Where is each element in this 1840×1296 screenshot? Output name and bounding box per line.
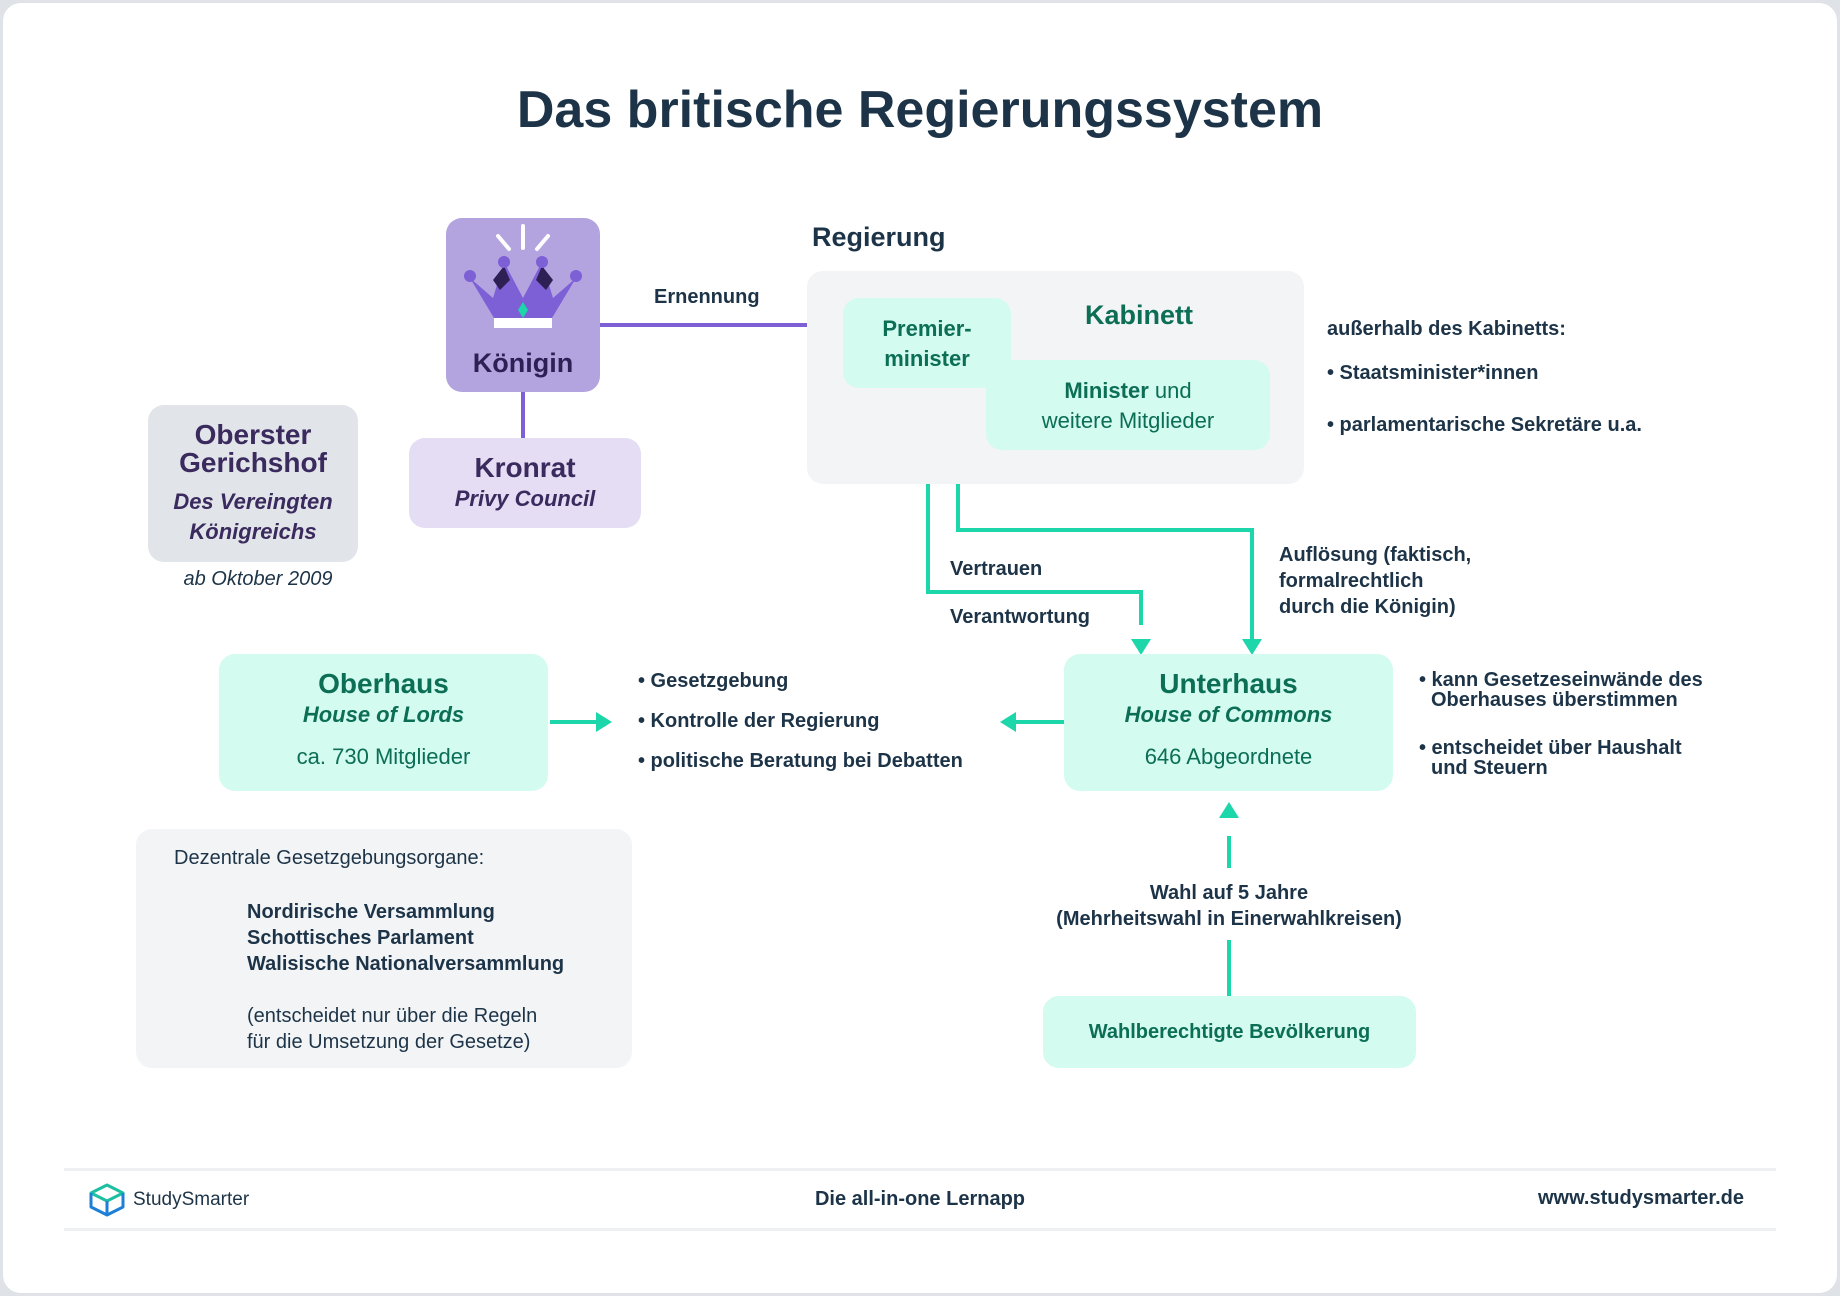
unterhaus-power-line: und Steuern [1431,757,1548,779]
decentral-note: (entscheidet nur über die Regeln [247,1005,538,1027]
footer-brand: StudySmarter [133,1189,250,1210]
decentral-box: Dezentrale Gesetzgebungsorgane: Nordiris… [136,829,632,1068]
court-note: ab Oktober 2009 [183,568,333,590]
kronrat-title: Kronrat [474,452,576,483]
queen-label: Königin [472,348,574,378]
unterhaus-box: Unterhaus House of Commons 646 Abgeordne… [1064,654,1393,791]
unterhaus-title: Unterhaus [1159,668,1298,699]
unterhaus-power: • entscheidet über Haushalt und Steuern [1419,738,1682,778]
unterhaus-power: • kann Gesetzeseinwände des Oberhauses ü… [1419,670,1703,710]
ministers-box: Minister und weitere Mitglieder [986,360,1270,450]
pm-line1: Premier- [882,316,972,341]
wahl-line: (Mehrheitswahl in Einerwahlkreisen) [1056,908,1402,930]
footer-url[interactable]: www.studysmarter.de [1538,1187,1744,1209]
function-item: • Gesetzgebung [638,670,789,692]
ministers-bold: Minister [1064,378,1149,403]
unterhaus-power-line: • kann Gesetzeseinwände des [1419,669,1703,691]
unterhaus-members: 646 Abgeordnete [1144,744,1313,769]
wahl-line: Wahl auf 5 Jahre [1149,882,1309,904]
oberhaus-title: Oberhaus [318,668,449,699]
wahl-label: Wahl auf 5 Jahre (Mehrheitswahl in Einer… [1029,880,1429,932]
pm-line2: minister [884,346,970,371]
oberhaus-members: ca. 730 Mitglieder [296,744,471,769]
vertrauen-arrow [926,406,1143,625]
ernennung-label: Ernennung [654,286,760,308]
pm-box: Premier- minister [843,298,1011,388]
page-title: Das britische Regierungssystem [516,81,1324,139]
unterhaus-power-line: • entscheidet über Haushalt [1419,737,1682,759]
outside-cabinet-item: • parlamentarische Sekretäre u.a. [1327,414,1642,436]
function-item: • politische Beratung bei Debatten [638,750,963,772]
government-heading: Regierung [812,222,946,252]
function-item: • Kontrolle der Regierung [638,710,880,732]
verantwortung-label: Verantwortung [950,606,1091,628]
decentral-note: für die Umsetzung der Gesetze) [247,1031,531,1053]
aufloesung-label: Auflösung (faktisch, formalrechtlich dur… [1279,542,1471,620]
unterhaus-power-line: Oberhauses überstimmen [1431,689,1678,711]
queen-box: Königin [446,218,600,392]
crown-icon [464,224,582,328]
ministers-line2: weitere Mitglieder [1041,408,1215,433]
footer-divider-bottom [64,1228,1776,1231]
decentral-body: Schottisches Parlament [247,927,474,949]
court-title: Oberster Gerichshof [179,419,327,478]
vertrauen-label: Vertrauen [950,558,1043,580]
box-logo-icon [89,1183,125,1217]
footer-divider-top [64,1168,1776,1171]
voters-box: Wahlberechtigte Bevölkerung [1043,996,1416,1068]
aufloesung-line: formalrechtlich [1279,570,1424,592]
footer-tagline: Die all-in-one Lernapp [814,1188,1026,1210]
aufloesung-line: durch die Königin) [1279,596,1456,618]
kronrat-box: Kronrat Privy Council [409,438,641,528]
unterhaus-subtitle: House of Commons [1124,702,1333,727]
oberhaus-subtitle: House of Lords [302,702,465,727]
decentral-heading: Dezentrale Gesetzgebungsorgane: [174,847,485,869]
infographic-canvas [3,3,1837,1293]
outside-cabinet-item: • Staatsminister*innen [1327,362,1539,384]
ministers-rest: und [1148,378,1192,403]
court-subtitle: Des Vereingten Königreichs [173,489,333,544]
cabinet-title: Kabinett [1085,300,1193,330]
kronrat-subtitle: Privy Council [454,486,596,511]
aufloesung-line: Auflösung (faktisch, [1279,544,1472,566]
outside-cabinet-heading: außerhalb des Kabinetts: [1327,318,1566,340]
oberhaus-box: Oberhaus House of Lords ca. 730 Mitglied… [219,654,548,791]
decentral-body: Walisische Nationalversammlung [247,953,565,975]
decentral-body: Nordirische Versammlung [247,901,495,923]
court-box: Oberster Gerichshof Des Vereingten König… [148,405,358,562]
